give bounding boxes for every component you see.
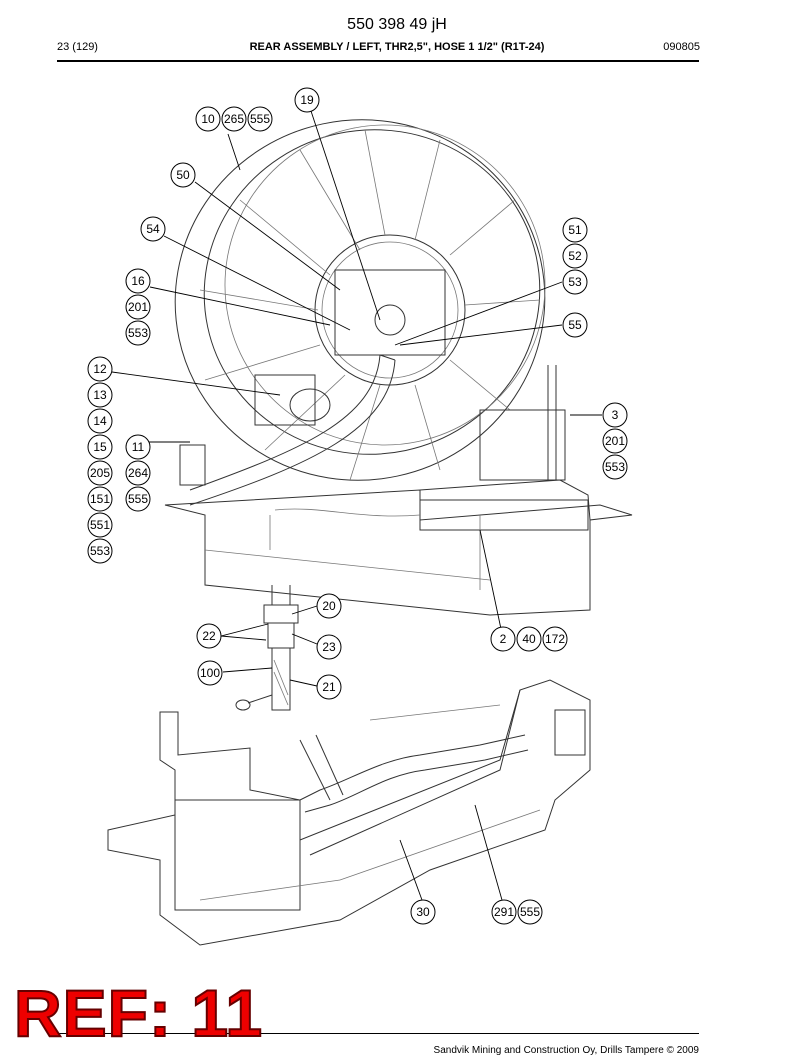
svg-text:12: 12 (93, 362, 107, 376)
callout-553: 553 (602, 454, 628, 480)
svg-text:553: 553 (90, 544, 110, 558)
hose-reel (174, 119, 546, 506)
callout-12: 12 (87, 356, 113, 382)
svg-text:14: 14 (93, 414, 107, 428)
callout-52: 52 (562, 243, 588, 269)
swivel-detail (235, 585, 299, 711)
callout-23: 23 (316, 634, 342, 660)
callout-14: 14 (87, 408, 113, 434)
callout-30: 30 (410, 899, 436, 925)
callout-3: 3 (602, 402, 628, 428)
callout-15: 15 (87, 434, 113, 460)
callout-201: 201 (602, 428, 628, 454)
svg-text:201: 201 (605, 434, 625, 448)
svg-text:21: 21 (322, 680, 336, 694)
callout-553: 553 (125, 320, 151, 346)
callout-22: 22 (196, 623, 222, 649)
callout-19: 19 (294, 87, 320, 113)
svg-text:15: 15 (93, 440, 107, 454)
svg-text:55: 55 (568, 318, 582, 332)
callout-54: 54 (140, 216, 166, 242)
svg-text:54: 54 (146, 222, 160, 236)
svg-text:205: 205 (90, 466, 110, 480)
svg-text:100: 100 (200, 666, 220, 680)
callout-13: 13 (87, 382, 113, 408)
svg-text:40: 40 (522, 632, 536, 646)
page-number: 23 (129) (57, 41, 98, 53)
svg-text:19: 19 (300, 93, 314, 107)
svg-text:553: 553 (605, 460, 625, 474)
leader-lines (111, 110, 602, 901)
callout-50: 50 (170, 162, 196, 188)
callout-11: 11 (125, 434, 151, 460)
svg-text:30: 30 (416, 905, 430, 919)
svg-text:51: 51 (568, 223, 582, 237)
svg-text:2: 2 (500, 632, 507, 646)
svg-text:22: 22 (202, 629, 216, 643)
svg-text:555: 555 (128, 492, 148, 506)
callout-264: 264 (125, 460, 151, 486)
callout-201: 201 (125, 294, 151, 320)
callout-40: 40 (516, 626, 542, 652)
callout-20: 20 (316, 593, 342, 619)
footer-copyright: Sandvik Mining and Construction Oy, Dril… (433, 1045, 699, 1056)
header-rule (57, 60, 699, 62)
footer-rule (57, 1033, 699, 1034)
callout-551: 551 (87, 512, 113, 538)
svg-text:265: 265 (224, 112, 244, 126)
svg-text:3: 3 (612, 408, 619, 422)
callout-10: 10 (195, 106, 221, 132)
ref-stamp: REF: 11 (13, 976, 264, 1050)
callout-172: 172 (542, 626, 568, 652)
callout-555: 555 (517, 899, 543, 925)
svg-text:23: 23 (322, 640, 336, 654)
callout-53: 53 (562, 269, 588, 295)
page-title: REAR ASSEMBLY / LEFT, THR2,5", HOSE 1 1/… (249, 41, 545, 53)
callout-555: 555 (247, 106, 273, 132)
svg-text:201: 201 (128, 300, 148, 314)
callout-205: 205 (87, 460, 113, 486)
svg-text:555: 555 (520, 905, 540, 919)
svg-text:555: 555 (250, 112, 270, 126)
svg-text:172: 172 (545, 632, 565, 646)
svg-text:291: 291 (494, 905, 514, 919)
svg-text:551: 551 (90, 518, 110, 532)
rear-frame-lower (107, 679, 591, 946)
callout-16: 16 (125, 268, 151, 294)
callout-555: 555 (125, 486, 151, 512)
rear-frame-upper (164, 365, 633, 616)
svg-text:11: 11 (132, 440, 145, 454)
svg-text:52: 52 (568, 249, 582, 263)
callout-21: 21 (316, 674, 342, 700)
callout-51: 51 (562, 217, 588, 243)
document-number: 550 398 49 jH (347, 16, 447, 33)
svg-text:53: 53 (568, 275, 582, 289)
svg-text:151: 151 (90, 492, 110, 506)
callouts: 19 10 265 555 50 54 16 201 553 12 13 14 … (87, 87, 628, 925)
svg-text:13: 13 (93, 388, 107, 402)
svg-text:16: 16 (131, 274, 145, 288)
document-code: 090805 (663, 41, 700, 53)
svg-text:20: 20 (322, 599, 336, 613)
svg-text:50: 50 (176, 168, 190, 182)
callout-291: 291 (491, 899, 517, 925)
callout-151: 151 (87, 486, 113, 512)
svg-text:10: 10 (201, 112, 215, 126)
callout-553: 553 (87, 538, 113, 564)
callout-2: 2 (490, 626, 516, 652)
callout-55: 55 (562, 312, 588, 338)
callout-100: 100 (197, 660, 223, 686)
svg-text:553: 553 (128, 326, 148, 340)
svg-text:264: 264 (128, 466, 148, 480)
callout-265: 265 (221, 106, 247, 132)
